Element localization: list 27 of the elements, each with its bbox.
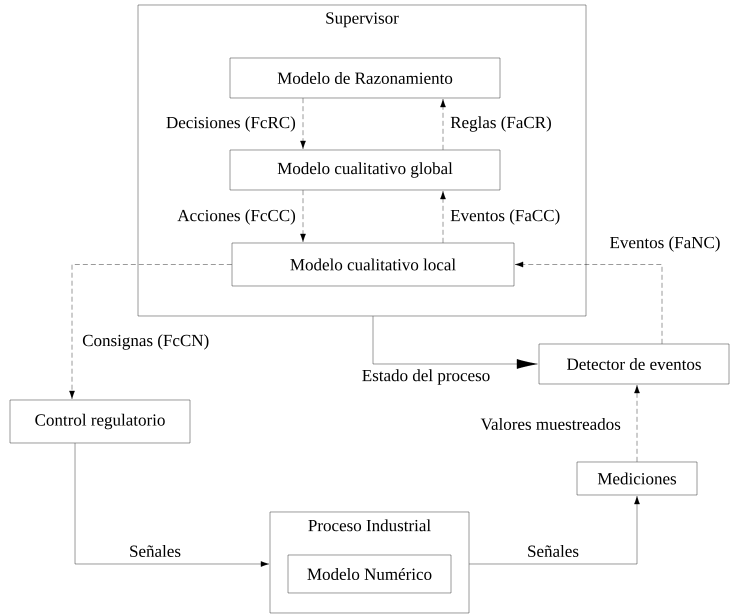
edge-label: Señales [127, 543, 183, 559]
process-box: Modelo de Razonamiento [230, 58, 500, 98]
edge-label: Eventos (FaNC) [608, 234, 722, 254]
arrow [74, 443, 270, 567]
arrow [440, 190, 446, 243]
edge-label: Señales [525, 543, 581, 559]
process-box: Detector de eventos [538, 344, 730, 384]
edge-label: Acciones (FcCC) [175, 207, 298, 227]
arrow [372, 316, 538, 369]
edge-label: Eventos (FaCC) [448, 207, 562, 227]
arrow [300, 98, 306, 150]
process-box: Mediciones [576, 462, 698, 496]
edge-label: Estado del proceso [360, 367, 492, 387]
arrow [300, 190, 306, 242]
arrow [469, 496, 640, 564]
process-box: Modelo cualitativo local [232, 242, 514, 286]
arrow [514, 262, 662, 344]
edge-label: Decisiones (FcRC) [164, 114, 298, 134]
process-box: Modelo cualitativo global [230, 150, 500, 190]
edge-label: Consignas (FcCN) [80, 332, 212, 352]
arrow [440, 98, 446, 150]
process-box: Modelo Numérico [288, 554, 452, 594]
edge-label: Valores muestreados [478, 416, 623, 432]
arrow [634, 384, 640, 462]
process-box: Control regulatorio [10, 400, 190, 444]
edge-label: Reglas (FaCR) [448, 114, 554, 134]
arrow [69, 264, 232, 400]
